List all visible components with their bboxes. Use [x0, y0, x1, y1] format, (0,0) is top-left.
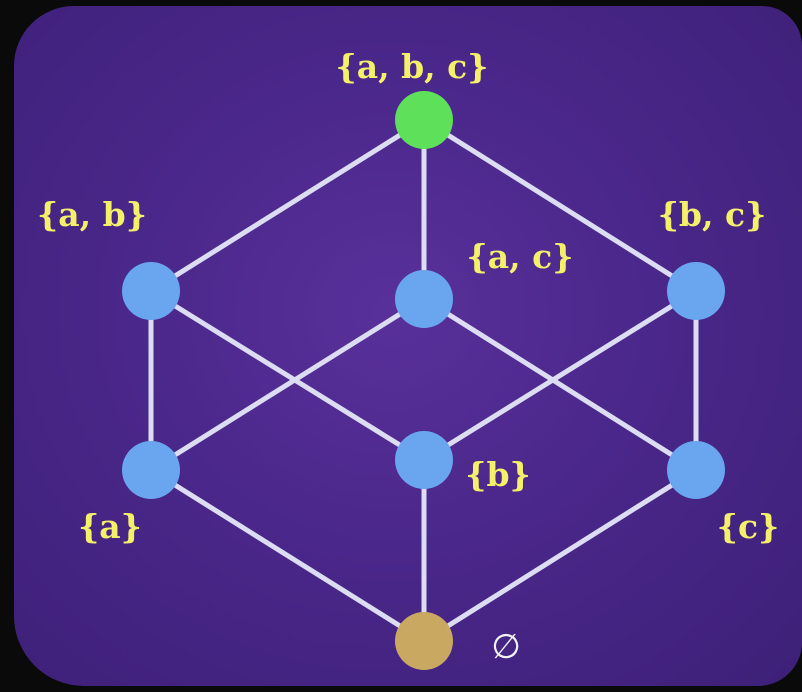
edge-abc-ab: [148, 117, 427, 294]
label-bc: {b, c}: [658, 195, 767, 234]
edge-abc-bc: [421, 117, 699, 294]
node-empty: [395, 612, 453, 670]
label-ab: {a, b}: [37, 195, 147, 234]
edge-c-empty: [421, 467, 699, 644]
edge-ab-b: [148, 288, 427, 463]
node-abc: [395, 91, 453, 149]
nodes-group: [122, 91, 725, 670]
label-a: {a}: [78, 507, 142, 546]
node-a: [122, 441, 180, 499]
node-ab: [122, 262, 180, 320]
label-empty-set: ∅: [491, 627, 521, 667]
edge-a-empty: [148, 467, 427, 644]
label-ac: {a, c}: [467, 237, 574, 276]
edges-group: [148, 117, 699, 644]
label-abc: {a, b, c}: [336, 47, 489, 86]
node-b: [395, 431, 453, 489]
node-ac: [395, 270, 453, 328]
node-c: [667, 441, 725, 499]
label-b: {b}: [465, 455, 531, 494]
edge-ac-c: [421, 296, 699, 473]
edge-ac-a: [148, 296, 427, 473]
node-bc: [667, 262, 725, 320]
edge-bc-b: [421, 288, 699, 463]
label-c: {c}: [717, 507, 780, 546]
